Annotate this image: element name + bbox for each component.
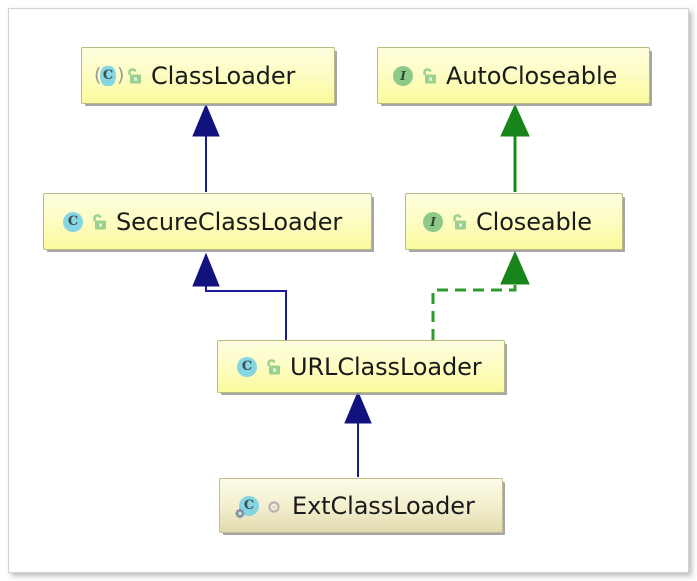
edge-secureclassloader-extends-classloader	[192, 103, 220, 192]
node-icons: ( C )	[94, 63, 151, 89]
lock-open-green-icon	[125, 66, 143, 86]
class-node-extclassloader[interactable]: C ExtClassLoader	[219, 478, 503, 533]
lock-open-green-icon	[264, 357, 282, 377]
edge-extclassloader-extends-urlclassloader	[344, 390, 372, 477]
class-icon-letter: C	[243, 498, 255, 513]
class-node-closeable[interactable]: I Closeable	[405, 193, 623, 250]
interface-icon-circle	[393, 65, 413, 86]
class-node-autocloseable[interactable]: I AutoCloseable	[377, 47, 650, 104]
class-name-label: ClassLoader	[151, 61, 296, 90]
class-static-icon: C	[234, 493, 262, 520]
class-icon: C	[60, 209, 86, 235]
class-abstract-icon: ( C )	[94, 63, 125, 89]
edge-closeable-extends-autocloseable	[500, 103, 530, 192]
interface-icon: I	[390, 63, 416, 89]
class-node-urlclassloader[interactable]: C URLClassLoader	[217, 340, 505, 393]
node-icons: C	[234, 354, 290, 380]
class-name-label: ExtClassLoader	[292, 491, 475, 520]
node-icons: C	[60, 209, 116, 235]
interface-icon-letter: I	[400, 68, 406, 83]
node-icons: I	[420, 209, 476, 235]
class-icon-circle	[63, 211, 83, 232]
interface-icon: I	[420, 209, 446, 235]
class-name-label: AutoCloseable	[446, 61, 618, 90]
abstract-bracket-left: (	[94, 63, 102, 86]
class-icon: C	[234, 354, 260, 380]
node-icons: I	[390, 63, 446, 89]
node-icons: C	[234, 493, 292, 520]
class-node-secureclassloader[interactable]: C SecureClassLoader	[43, 193, 372, 250]
lock-open-green-icon	[420, 66, 438, 86]
class-name-label: Closeable	[476, 207, 592, 236]
edge-urlclassloader-extends-secureclassloader	[192, 252, 287, 340]
class-icon-circle	[237, 356, 257, 377]
interface-icon-letter: I	[430, 214, 436, 229]
class-name-label: URLClassLoader	[290, 352, 482, 381]
package-private-icon	[266, 496, 284, 516]
static-cog-icon	[234, 508, 246, 520]
class-icon-circle	[239, 495, 259, 516]
lock-open-green-icon	[90, 212, 108, 232]
edge-urlclassloader-implements-closeable	[431, 250, 530, 340]
class-node-classloader[interactable]: ( C ) ClassLoader	[81, 47, 335, 104]
class-icon-letter: C	[67, 214, 79, 229]
class-icon-circle	[100, 65, 116, 86]
lock-open-green-icon	[450, 212, 468, 232]
class-name-label: SecureClassLoader	[116, 207, 343, 236]
class-icon-letter: C	[241, 359, 253, 374]
abstract-bracket-right: )	[117, 63, 125, 86]
interface-icon-circle	[423, 211, 443, 232]
class-icon-letter: C	[102, 68, 114, 83]
